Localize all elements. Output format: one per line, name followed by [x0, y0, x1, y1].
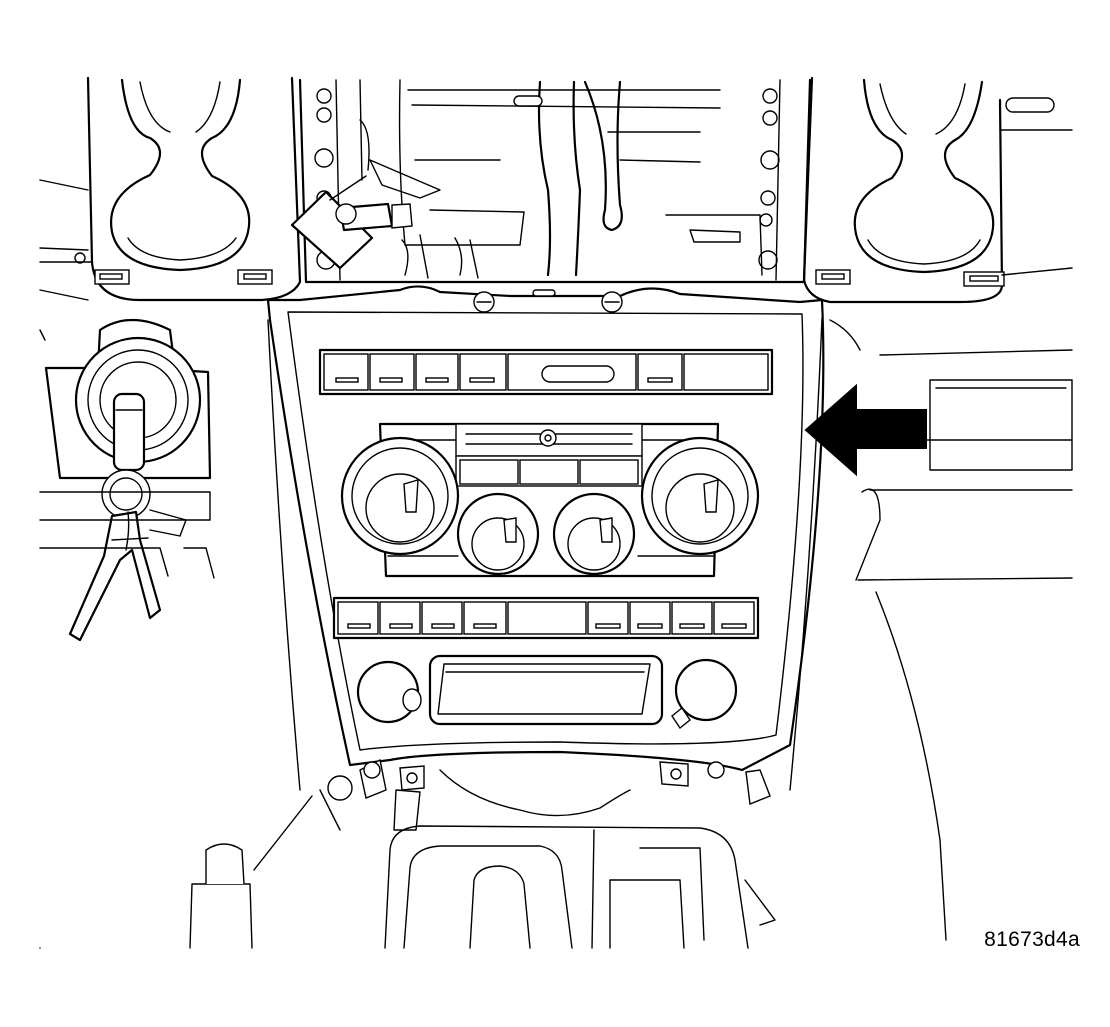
upper-switch-row — [318, 348, 774, 396]
left-dash-lines — [39, 289, 215, 579]
figure-id-label: 81673d4a — [984, 928, 1080, 951]
bezel-bottom-clips — [327, 758, 771, 805]
hvac-control-module — [340, 422, 760, 578]
lower-controls — [356, 654, 738, 730]
callout-arrow — [804, 383, 927, 477]
center-console — [39, 769, 776, 949]
ignition-switch — [44, 319, 212, 642]
right-dash-area — [829, 319, 1073, 941]
center-bezel-panel — [266, 285, 825, 805]
instrument-panel-frame — [39, 76, 1073, 304]
lower-switch-row — [332, 596, 760, 640]
